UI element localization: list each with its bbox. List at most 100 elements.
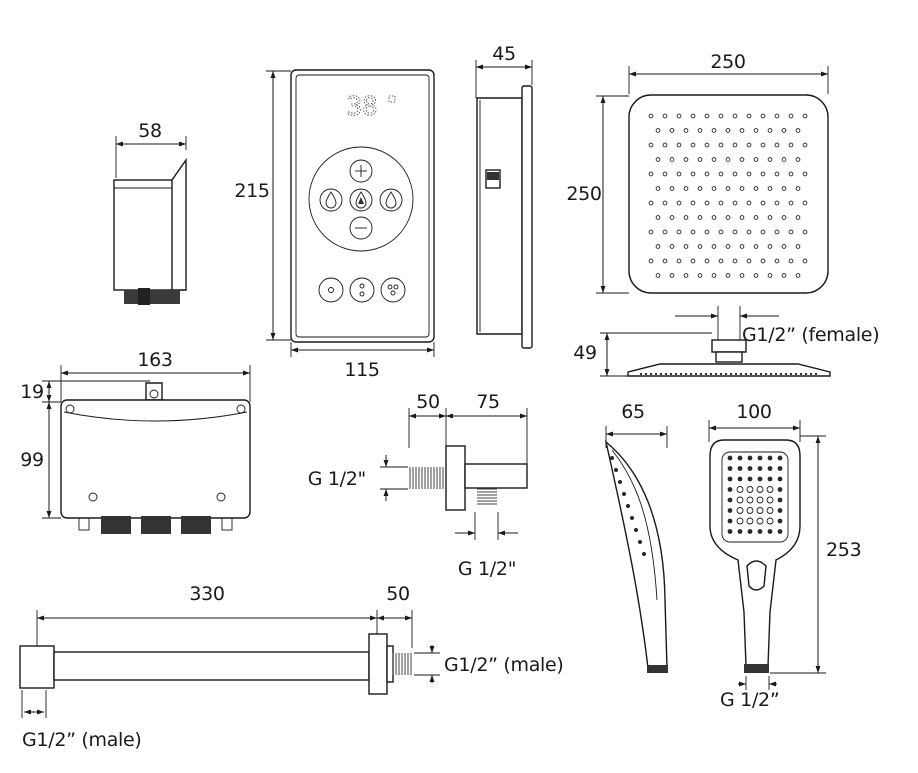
handset-nozzle xyxy=(766,496,774,504)
head-nozzle xyxy=(774,113,780,119)
head-nozzle xyxy=(690,229,696,235)
head-nozzle xyxy=(676,258,682,264)
head-nozzle xyxy=(739,128,745,133)
head-nozzle xyxy=(788,142,794,148)
head-nozzle xyxy=(648,258,654,264)
head-nozzle xyxy=(669,186,675,191)
head-nozzle xyxy=(788,113,794,119)
head-nozzle xyxy=(774,200,780,206)
head-nozzle xyxy=(697,244,703,249)
head-nozzle xyxy=(690,258,696,264)
head-nozzle xyxy=(753,157,759,162)
head-nozzle xyxy=(732,142,738,148)
head-nozzle xyxy=(704,258,710,264)
head-nozzle xyxy=(718,229,724,235)
head-nozzle xyxy=(774,142,780,148)
head-nozzle xyxy=(732,200,738,206)
head-nozzle xyxy=(767,273,773,278)
head-nozzle xyxy=(781,186,787,191)
handset-nozzle xyxy=(746,486,754,493)
outlet-three-button[interactable] xyxy=(380,277,406,303)
head-nozzle xyxy=(718,171,724,177)
head-nozzle xyxy=(788,229,794,235)
head-nozzle xyxy=(781,128,787,133)
cold-drop-button[interactable] xyxy=(319,188,343,212)
head-nozzle xyxy=(781,215,787,220)
head-nozzle xyxy=(704,171,710,177)
head-nozzle xyxy=(746,142,752,148)
head-nozzle xyxy=(739,273,745,278)
handset-connection-label: G 1/2” xyxy=(720,689,779,711)
plus-button[interactable] xyxy=(349,159,373,183)
head-nozzle xyxy=(746,229,752,235)
outlet-one-button[interactable] xyxy=(318,277,344,303)
handset-nozzle xyxy=(777,518,783,524)
handset-nozzle-grid xyxy=(727,455,783,534)
handset-nozzle xyxy=(727,487,733,492)
head-nozzle xyxy=(753,244,759,249)
handset-nozzle xyxy=(727,529,733,534)
head-nozzle xyxy=(739,244,745,249)
head-nozzle xyxy=(795,186,801,191)
handset-nozzle xyxy=(747,529,753,534)
head-nozzle xyxy=(725,157,731,162)
head-nozzle xyxy=(690,142,696,148)
head-nozzle xyxy=(781,273,787,278)
head-nozzle xyxy=(767,186,773,191)
handset-nozzle xyxy=(756,507,764,514)
head-nozzle xyxy=(725,244,731,249)
head-nozzle xyxy=(655,157,661,162)
handset-front: 100 253 G 1/2” xyxy=(708,401,862,711)
head-nozzle xyxy=(655,215,661,220)
head-nozzle xyxy=(725,186,731,191)
head-nozzle xyxy=(690,113,696,119)
square-shower-head: 250 250 G1/2” (female) 49 xyxy=(566,51,880,377)
head-nozzle xyxy=(795,128,801,133)
head-nozzle xyxy=(718,113,724,119)
handset-nozzle xyxy=(767,466,773,471)
head-nozzle xyxy=(802,258,808,264)
handset-nozzle xyxy=(767,476,773,482)
head-nozzle xyxy=(669,273,675,278)
handset-nozzle xyxy=(727,455,733,461)
head-nozzle xyxy=(788,200,794,206)
outlet-two-button[interactable] xyxy=(349,277,375,303)
head-length-label: 250 xyxy=(566,183,601,205)
panel-depth-label: 45 xyxy=(492,43,516,65)
minus-button[interactable] xyxy=(349,216,373,240)
handset-nozzle xyxy=(756,517,764,525)
head-nozzle xyxy=(662,229,668,235)
head-nozzle xyxy=(711,244,717,249)
head-nozzle xyxy=(760,258,766,264)
head-nozzle xyxy=(697,215,703,220)
mix-drop-button[interactable] xyxy=(349,188,373,212)
handset-depth-label: 65 xyxy=(621,401,645,423)
handset-nozzle xyxy=(727,518,733,524)
head-nozzle xyxy=(753,128,759,133)
head-nozzle xyxy=(711,273,717,278)
head-nozzle xyxy=(697,157,703,162)
handset-nozzle xyxy=(777,529,783,534)
head-nozzle xyxy=(676,113,682,119)
handset-nozzle xyxy=(756,496,764,504)
head-nozzle xyxy=(676,200,682,206)
handset-nozzle xyxy=(746,496,754,504)
head-nozzle xyxy=(739,215,745,220)
head-nozzle xyxy=(690,171,696,177)
head-nozzle xyxy=(711,186,717,191)
head-nozzle xyxy=(774,258,780,264)
head-nozzle xyxy=(662,171,668,177)
hot-drop-button[interactable] xyxy=(379,188,403,212)
head-nozzle xyxy=(648,171,654,177)
head-height-label: 49 xyxy=(573,342,597,364)
valve-width-label: 163 xyxy=(137,349,172,371)
head-nozzle xyxy=(767,157,773,162)
head-nozzle xyxy=(739,186,745,191)
head-nozzle xyxy=(683,186,689,191)
head-nozzle xyxy=(802,171,808,177)
handset-nozzle xyxy=(737,529,743,534)
head-nozzle xyxy=(732,258,738,264)
head-nozzle xyxy=(683,244,689,249)
head-nozzle xyxy=(753,186,759,191)
